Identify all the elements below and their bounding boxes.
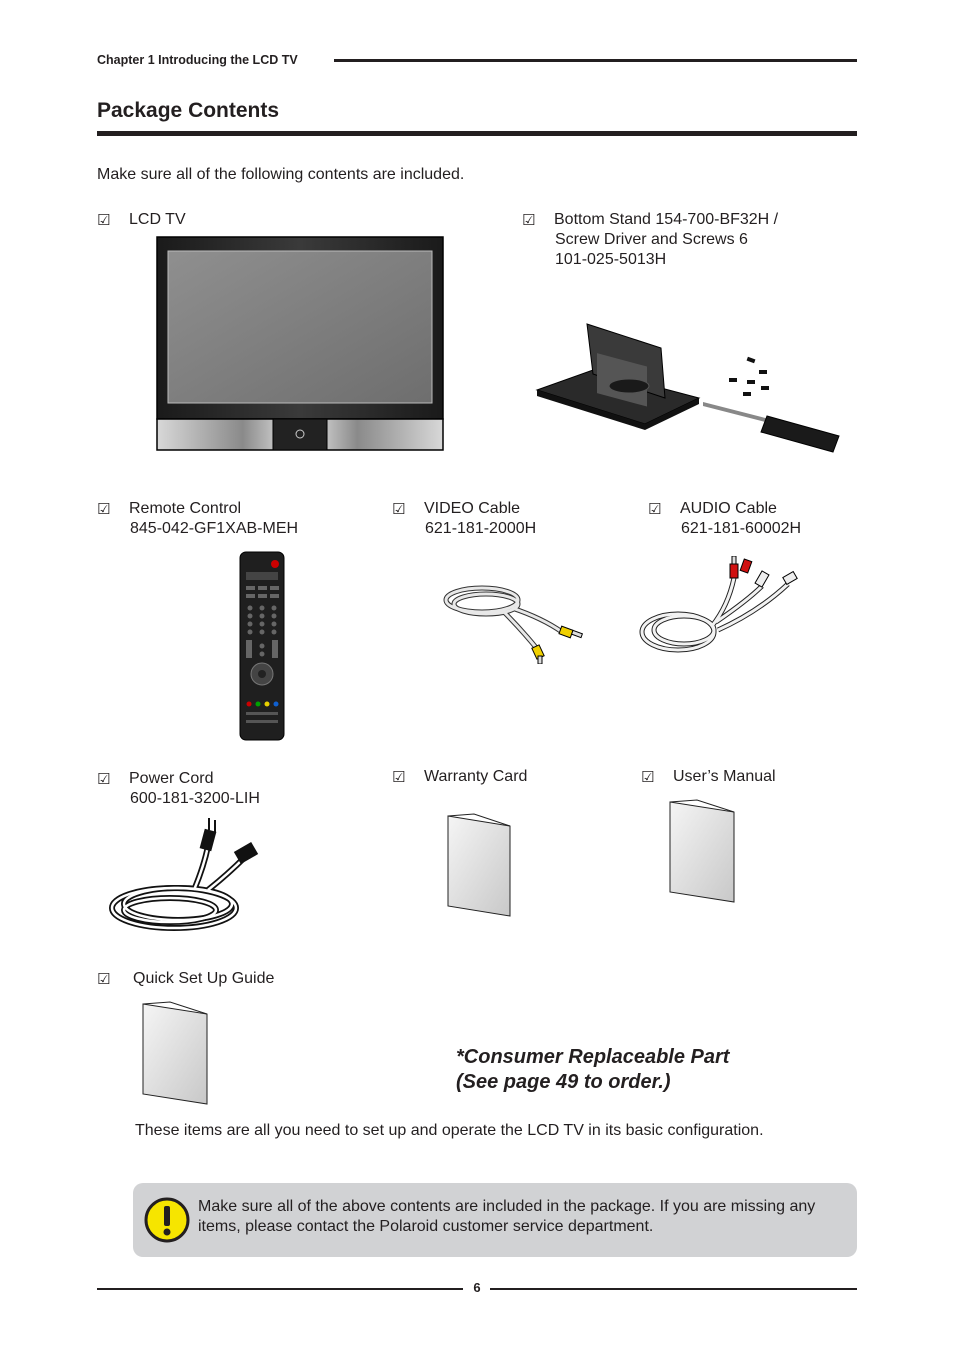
item-label: AUDIO Cable [680, 500, 777, 517]
checkbox-icon: ☑ [392, 768, 406, 786]
item-label: Remote Control [129, 500, 242, 517]
item-label: User’s Manual [673, 768, 776, 785]
checkbox-icon: ☑ [522, 211, 536, 229]
checkbox-icon: ☑ [641, 768, 655, 786]
item-part-number: 621-181-2000H [425, 520, 537, 537]
footer-rule [97, 1288, 463, 1290]
item-part-number: 621-181-60002H [681, 520, 802, 537]
chapter-rule [334, 59, 857, 62]
replaceable-part-note: *Consumer Replaceable Part (See page 49 … [456, 1045, 729, 1095]
item-part-number: 845-042-GF1XAB-MEH [130, 520, 299, 537]
item-part-number: 101-025-5013H [555, 251, 667, 268]
replaceable-part-line1: *Consumer Replaceable Part [456, 1046, 730, 1068]
replaceable-part-line2: (See page 49 to order.) [456, 1071, 671, 1093]
remote-control-image [238, 550, 286, 742]
title-rule [97, 131, 857, 136]
quick-setup-guide-image [140, 1000, 210, 1106]
audio-cable-image [638, 556, 802, 660]
exclamation-icon [144, 1197, 190, 1243]
checkbox-icon: ☑ [648, 500, 662, 518]
warranty-card-image [444, 812, 514, 918]
users-manual-image [667, 798, 737, 904]
intro-text: Make sure all of the following contents … [97, 166, 465, 183]
page-title: Package Contents [97, 99, 280, 122]
stand-image [533, 318, 841, 458]
item-label: Quick Set Up Guide [133, 970, 275, 987]
item-label: Warranty Card [424, 768, 528, 785]
summary-text: These items are all you need to set up a… [135, 1122, 764, 1139]
item-label: LCD TV [129, 211, 186, 228]
notice-text: Make sure all of the above contents are … [198, 1198, 816, 1235]
checkbox-icon: ☑ [97, 970, 111, 988]
checkbox-icon: ☑ [392, 500, 406, 518]
lcd-tv-image [155, 236, 445, 452]
item-part-number: 600-181-3200-LIH [130, 790, 260, 807]
checkbox-icon: ☑ [97, 770, 111, 788]
page-number: 6 [473, 1280, 481, 1295]
item-detail: Screw Driver and Screws 6 [555, 231, 748, 248]
footer-rule [490, 1288, 857, 1290]
item-label: Power Cord [129, 770, 214, 787]
item-label: Bottom Stand 154-700-BF32H / [554, 211, 779, 228]
checkbox-icon: ☑ [97, 500, 111, 518]
video-cable-image [442, 580, 588, 664]
power-cord-image [108, 816, 274, 934]
item-label: VIDEO Cable [424, 500, 521, 517]
checkbox-icon: ☑ [97, 211, 111, 229]
notice-box [133, 1183, 857, 1257]
chapter-heading: Chapter 1 Introducing the LCD TV [97, 53, 298, 67]
